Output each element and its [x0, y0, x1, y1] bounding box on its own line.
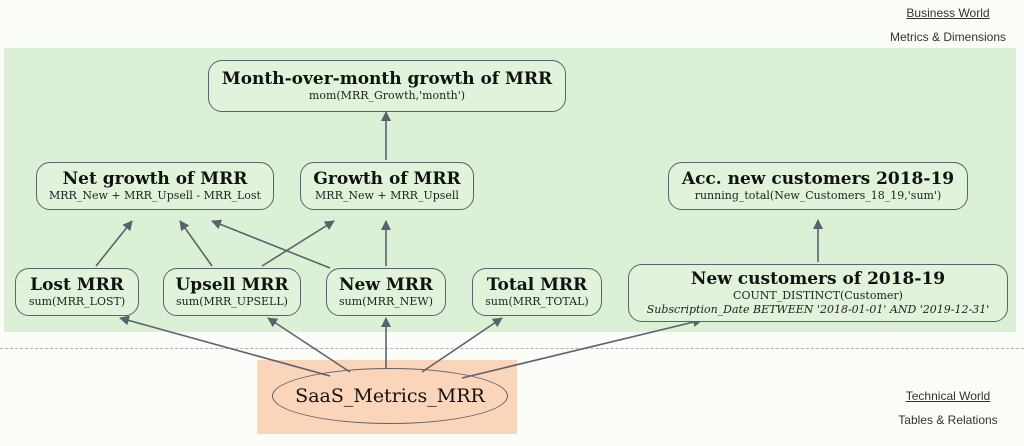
edge-table-to-lost	[119, 315, 331, 377]
node-new-customers-expr: COUNT_DISTINCT(Customer)	[733, 289, 903, 302]
edge-lost-to-net	[95, 220, 133, 267]
edge-table-to-total	[421, 317, 503, 373]
node-new-customers-filter: Subscription_Date BETWEEN '2018-01-01' A…	[646, 303, 990, 316]
node-upsell-mrr-title: Upsell MRR	[175, 275, 289, 295]
technical-world-title: Technical World	[905, 389, 991, 403]
node-mom-growth-title: Month-over-month growth of MRR	[221, 69, 553, 89]
node-new-customers: New customers of 2018-19 COUNT_DISTINCT(…	[628, 264, 1008, 322]
node-upsell-mrr-expr: sum(MRR_UPSELL)	[176, 295, 288, 308]
business-world-title: Business World	[906, 6, 990, 20]
node-growth-title: Growth of MRR	[313, 169, 461, 189]
technical-world-subtitle: Tables & Relations	[898, 413, 998, 427]
edge-upsell-to-net	[179, 220, 213, 267]
node-acc-new-customers: Acc. new customers 2018-19 running_total…	[668, 162, 968, 210]
node-lost-mrr-title: Lost MRR	[30, 275, 124, 295]
table-saas-metrics-mrr: SaaS_Metrics_MRR	[272, 368, 508, 424]
edge-table-to-newcust	[461, 317, 703, 379]
node-acc-new-customers-expr: running_total(New_Customers_18_19,'sum')	[694, 189, 942, 202]
node-new-mrr: New MRR sum(MRR_NEW)	[326, 268, 446, 316]
node-net-growth: Net growth of MRR MRR_New + MRR_Upsell -…	[36, 162, 274, 210]
node-new-mrr-expr: sum(MRR_NEW)	[338, 295, 434, 308]
node-mom-growth-expr: mom(MRR_Growth,'month')	[308, 89, 466, 102]
node-net-growth-title: Net growth of MRR	[62, 169, 248, 189]
node-new-customers-title: New customers of 2018-19	[690, 269, 946, 289]
edge-upsell-to-growth	[261, 220, 335, 267]
world-separator	[0, 348, 1024, 349]
node-mom-growth: Month-over-month growth of MRR mom(MRR_G…	[208, 60, 566, 112]
edge-table-to-upsell	[267, 317, 351, 373]
node-total-mrr-title: Total MRR	[486, 275, 588, 295]
node-lost-mrr: Lost MRR sum(MRR_LOST)	[15, 268, 139, 316]
edge-new-to-net	[211, 219, 331, 269]
node-upsell-mrr: Upsell MRR sum(MRR_UPSELL)	[163, 268, 301, 316]
node-acc-new-customers-title: Acc. new customers 2018-19	[681, 169, 955, 189]
node-net-growth-expr: MRR_New + MRR_Upsell - MRR_Lost	[49, 189, 261, 202]
node-new-mrr-title: New MRR	[339, 275, 433, 295]
node-growth-expr: MRR_New + MRR_Upsell	[315, 189, 459, 202]
node-total-mrr: Total MRR sum(MRR_TOTAL)	[472, 268, 602, 316]
node-total-mrr-expr: sum(MRR_TOTAL)	[485, 295, 589, 308]
business-world-subtitle: Metrics & Dimensions	[889, 30, 1007, 44]
node-lost-mrr-expr: sum(MRR_LOST)	[28, 295, 126, 308]
node-growth: Growth of MRR MRR_New + MRR_Upsell	[300, 162, 474, 210]
